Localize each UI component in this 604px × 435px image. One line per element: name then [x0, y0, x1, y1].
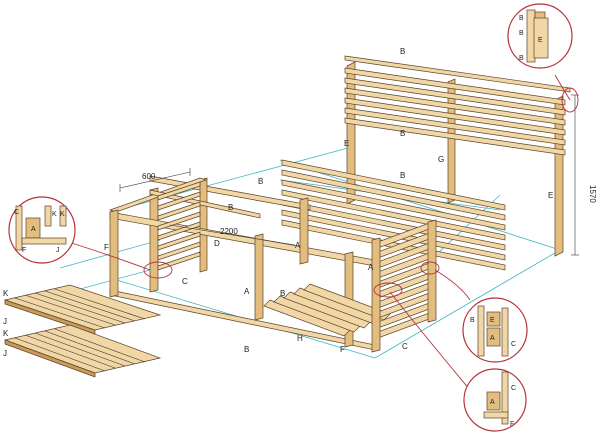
label-a-end: A [368, 263, 374, 272]
back-screen-slats [344, 67, 566, 156]
detail-l-c: C [14, 209, 19, 216]
label-f-right: F [340, 345, 345, 354]
detail-br-f: F [510, 421, 514, 428]
dimension-depth: 600 [119, 168, 191, 192]
detail-l-k1: K [52, 211, 57, 218]
detail-l-j: J [56, 247, 60, 254]
dimension-height: 1570 [571, 94, 597, 256]
detail-tr-b2: B [519, 30, 524, 37]
detail-l-k2: K [60, 211, 65, 218]
label-j-lower: J [3, 349, 7, 358]
label-c-right: C [402, 342, 408, 351]
label-b-cross: B [228, 203, 233, 212]
part-labels: B B E G B E B B D A A F C A B H B F C K … [3, 47, 553, 358]
floor-slats [263, 283, 391, 337]
label-k-upper: K [3, 289, 9, 298]
label-b-mid-slat: B [400, 171, 405, 180]
detail-br-c: C [511, 385, 516, 392]
length-dimension-label: 2200 [220, 227, 238, 236]
label-b-top-rail: B [400, 47, 405, 56]
label-a-front: A [244, 287, 250, 296]
height-dimension-label: 1570 [588, 185, 597, 203]
label-a-inner: A [295, 241, 301, 250]
detail-l-a: A [31, 226, 36, 233]
detail-mr-a: A [490, 335, 495, 342]
loose-panel-upper [3, 284, 162, 335]
label-j-upper: J [3, 317, 7, 326]
label-c-left: C [182, 277, 188, 286]
detail-left: C K K A F J [8, 196, 76, 264]
left-inner-slats [157, 181, 201, 271]
label-g: G [438, 155, 444, 164]
detail-bottom-right: C A F [463, 368, 527, 432]
label-e-back-post: E [344, 139, 349, 148]
detail-tr-e: E [538, 37, 543, 44]
label-b-back-rail: B [258, 177, 263, 186]
mid-screen [281, 159, 506, 271]
dimension-length: 2200 [169, 224, 296, 246]
label-b-back-slat: B [400, 129, 405, 138]
detail-tr-b1: B [519, 15, 524, 22]
label-b-bottom: B [244, 345, 249, 354]
detail-mr-e: E [490, 317, 495, 324]
detail-mr-b: B [470, 317, 475, 324]
loose-panel-lower [3, 324, 162, 378]
depth-dimension-label: 600 [142, 172, 156, 181]
detail-mr-c: C [511, 341, 516, 348]
label-b-floor: B [280, 289, 285, 298]
detail-tr-b3: B [519, 55, 524, 62]
detail-l-f: F [22, 247, 26, 254]
label-f-left: F [104, 243, 109, 252]
label-h: H [297, 334, 303, 343]
detail-top-right: B B B E [507, 3, 573, 69]
label-e-right-post: E [548, 191, 553, 200]
detail-br-a: A [490, 399, 495, 406]
back-screen [344, 55, 571, 257]
label-k-lower: K [3, 329, 9, 338]
detail-mid-right: B E A C [462, 297, 528, 363]
main-box-frame [108, 175, 437, 353]
label-d: D [214, 239, 220, 248]
